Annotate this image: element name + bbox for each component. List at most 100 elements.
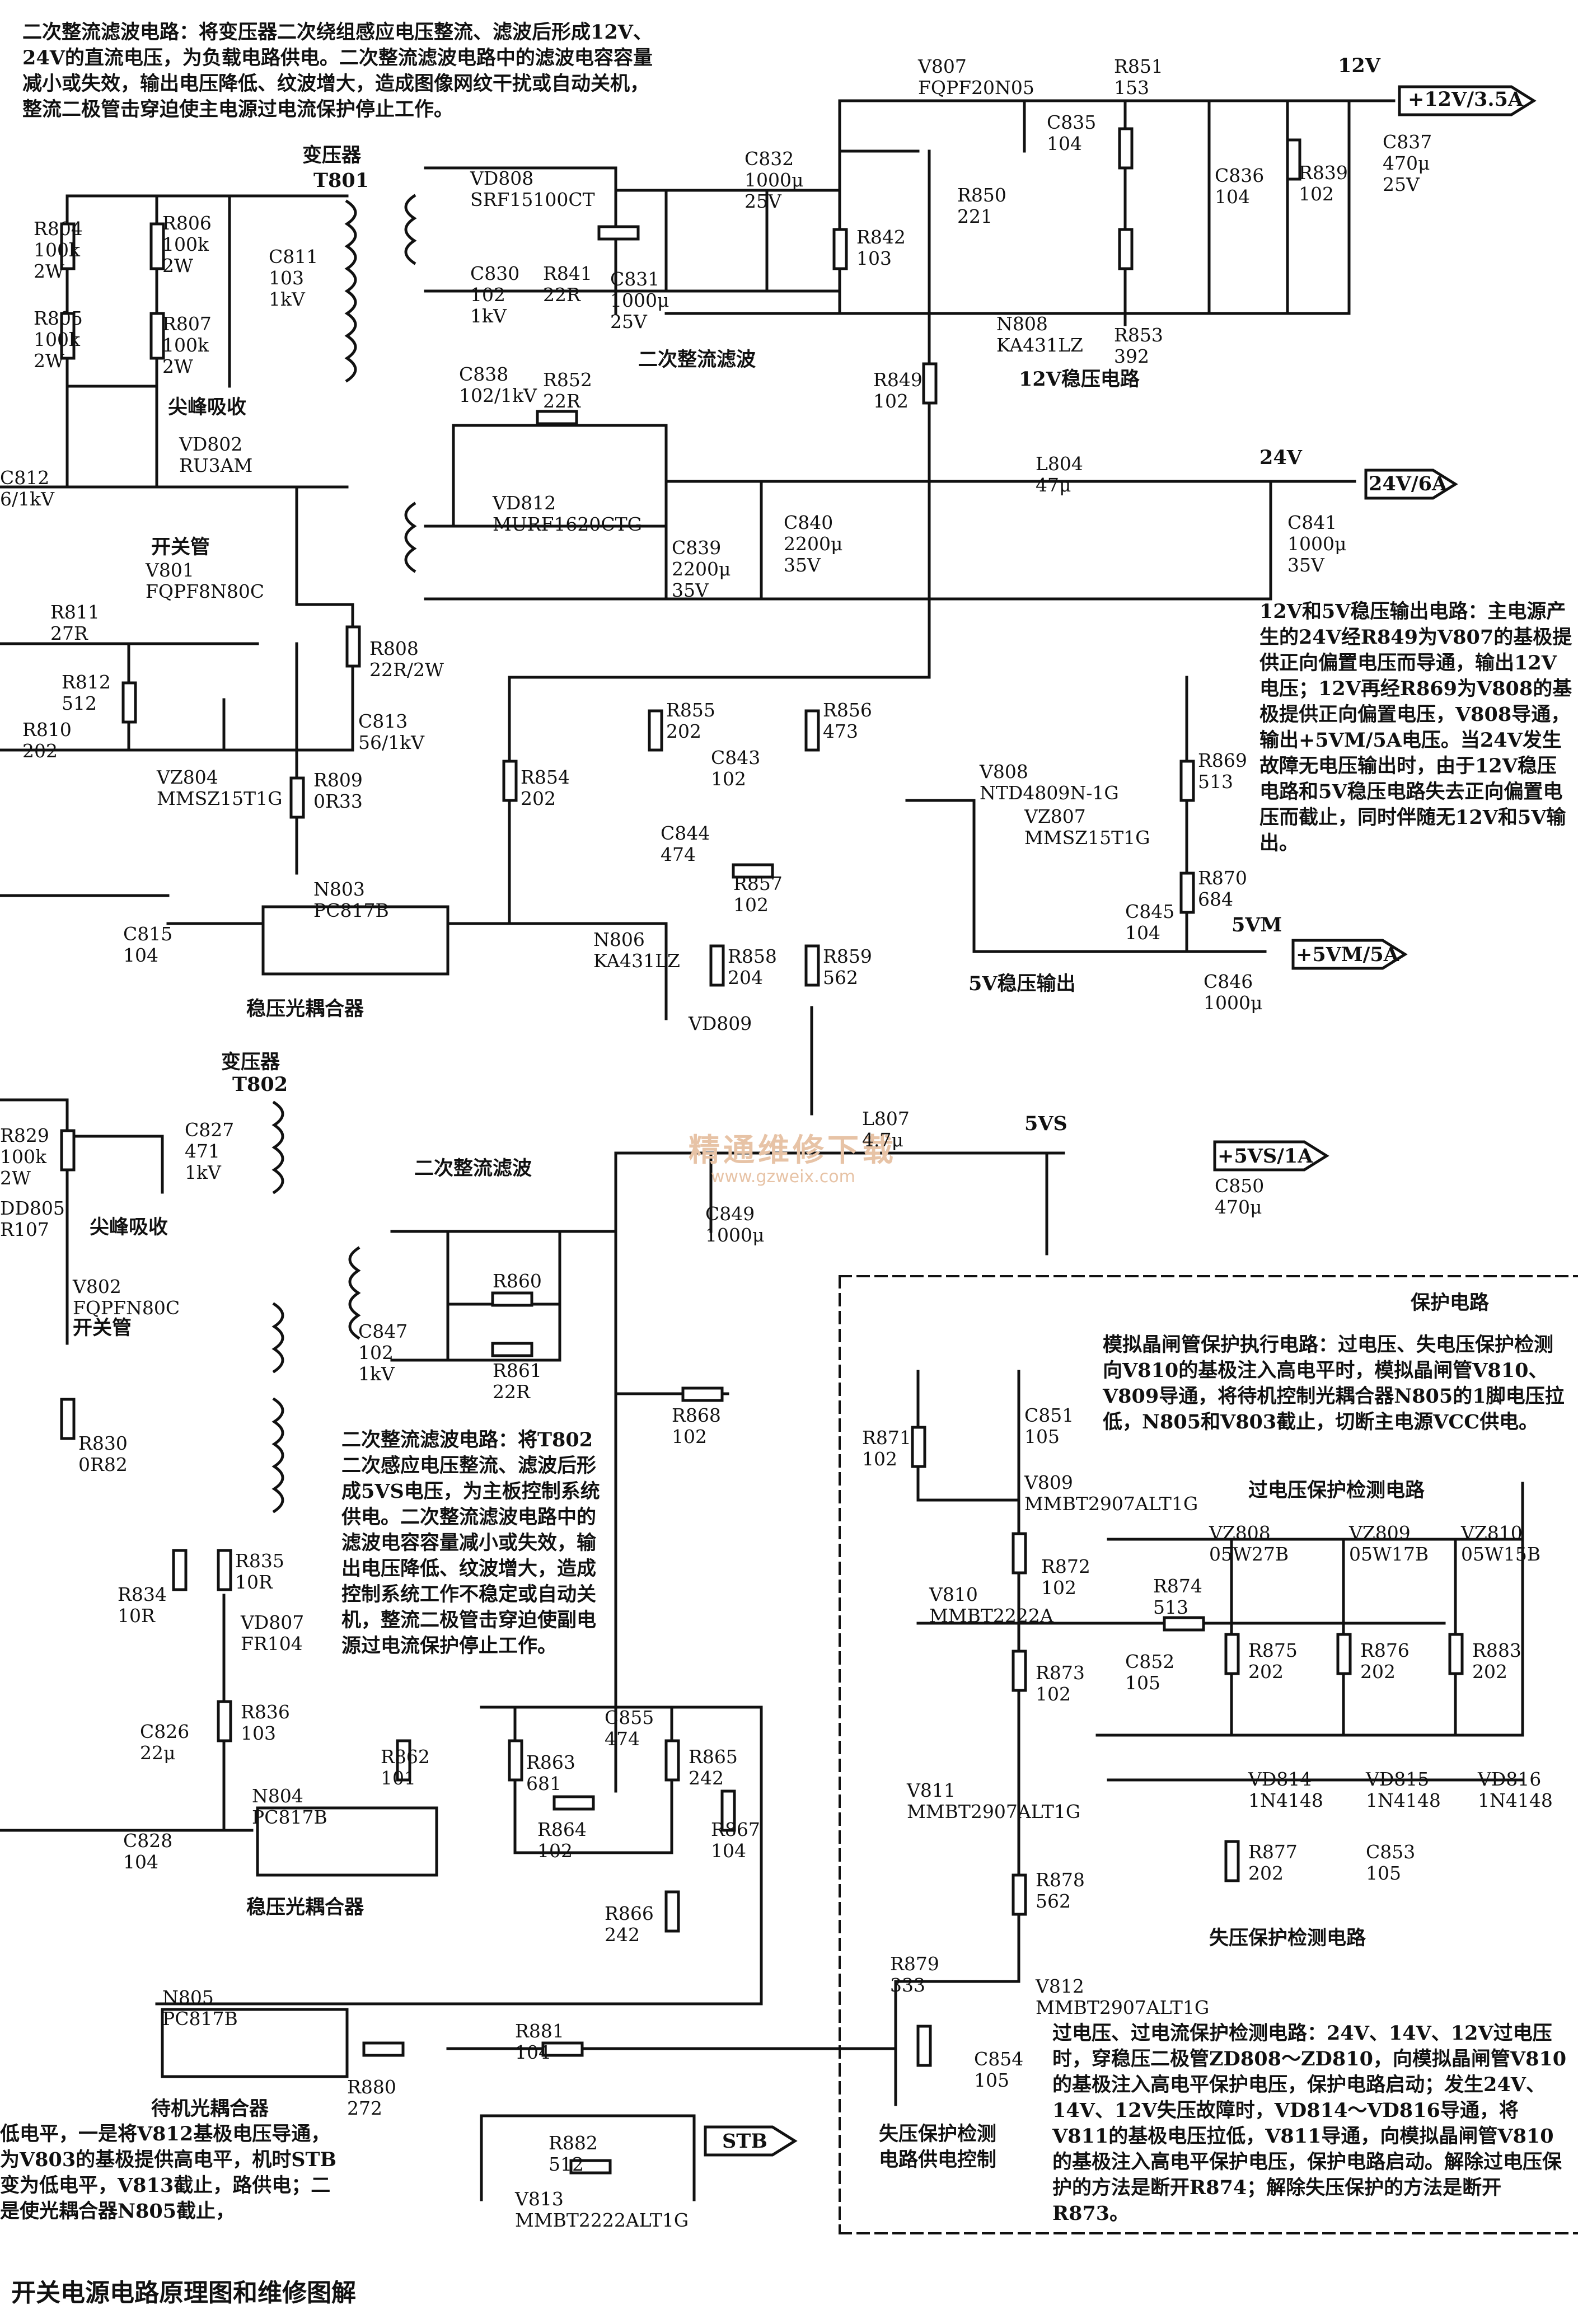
component-c813: C813 56/1kV: [358, 710, 424, 753]
component-vz804: VZ804 MMSZ15T1G: [157, 766, 283, 809]
component-c852: C852 105: [1125, 1651, 1175, 1694]
note-left-bottom: 低电平，一是将V812基极电压导通，为V803的基极提供高电平，机时STB变为低…: [0, 2122, 337, 2223]
component-r804: R804 100k 2W: [34, 218, 83, 282]
component-r830: R830 0R82: [78, 1432, 128, 1475]
component-c843: C843 102: [711, 747, 761, 790]
label-rect2: 二次整流滤波: [414, 1157, 532, 1180]
component-c831: C831 1000μ 25V: [610, 268, 669, 332]
component-c844: C844 474: [661, 822, 710, 865]
label-spike1: 尖峰吸收: [168, 396, 247, 419]
component-r876: R876 202: [1360, 1639, 1410, 1683]
component-r874: R874 513: [1153, 1575, 1202, 1618]
label-t802: T802: [232, 1073, 288, 1096]
component-r871: R871 102: [862, 1427, 911, 1470]
component-r839: R839 102: [1299, 162, 1348, 205]
component-vz807: VZ807 MMSZ15T1G: [1024, 805, 1150, 849]
component-c828: C828 104: [123, 1830, 173, 1873]
component-r858: R858 204: [728, 945, 777, 988]
label-uvp-detect: 失压保护检测电路: [1209, 1927, 1366, 1950]
component-c837: C837 470μ 25V: [1383, 131, 1432, 195]
component-r862: R862 101: [381, 1746, 430, 1789]
component-r805: R805 100k 2W: [34, 307, 83, 372]
component-c855: C855 474: [605, 1707, 654, 1750]
label-uvp-power: 失压保护检测 电路供电控制: [879, 2122, 997, 2171]
component-c836: C836 104: [1215, 165, 1265, 208]
component-r878: R878 562: [1036, 1869, 1085, 1912]
component-r867: R867 104: [711, 1819, 760, 1862]
component-r877: R877 202: [1248, 1841, 1298, 1884]
component-c850: C850 470μ: [1215, 1175, 1265, 1218]
component-vd807: VD807 FR104: [241, 1611, 305, 1655]
net-v5vm: 5VM: [1232, 913, 1282, 936]
optocoupler-bodies: [161, 905, 449, 2078]
label-t801-title: 变压器: [302, 144, 362, 167]
label-spike2: 尖峰吸收: [90, 1216, 168, 1239]
component-r856: R856 473: [823, 699, 872, 742]
watermark: 精通维修下载: [689, 1132, 897, 1169]
net-stb: STB: [722, 2130, 767, 2153]
component-r810: R810 202: [22, 719, 72, 762]
component-vd802: VD802 RU3AM: [179, 433, 253, 476]
component-c854: C854 105: [974, 2048, 1024, 2091]
component-c851: C851 105: [1024, 1404, 1074, 1447]
note-regulator: 12V和5V稳压输出电路：主电源产生的24V经R849为V807的基极提供正向偏…: [1259, 600, 1572, 855]
label-reg12: 12V稳压电路: [1019, 368, 1140, 391]
component-vd815: VD815 1N4148: [1366, 1768, 1441, 1811]
component-r864: R864 102: [537, 1819, 587, 1862]
watermark-url: www.gzweix.com: [711, 1167, 855, 1187]
component-r808: R808 22R/2W: [369, 638, 444, 681]
component-r850: R850 221: [957, 184, 1006, 227]
component-c840: C840 2200μ 35V: [784, 512, 843, 576]
component-r853: R853 392: [1114, 324, 1163, 367]
label-t801: T801: [313, 169, 369, 192]
component-vd812: VD812 MURF1620CTG: [493, 492, 642, 535]
component-r860: R860: [493, 1270, 542, 1292]
component-r879: R879 333: [890, 1953, 939, 1996]
component-l807: L807 4.7μ: [862, 1108, 910, 1151]
component-n805: N805 PC817B: [162, 1986, 238, 2030]
component-c846: C846 1000μ: [1204, 971, 1263, 1014]
note-ovp: 过电压、过电流保护检测电路：24V、14V、12V过电压时，穿稳压二极管ZD80…: [1052, 2022, 1567, 2225]
component-c838: C838 102/1kV: [459, 363, 537, 406]
component-r865: R865 242: [689, 1746, 738, 1789]
component-vd809: VD809: [689, 1013, 752, 1034]
component-l804: L804 47μ: [1036, 453, 1083, 496]
component-c812: C812 6/1kV: [0, 467, 54, 510]
component-vd808: VD808 SRF15100CT: [470, 167, 595, 210]
component-r859: R859 562: [823, 945, 872, 988]
component-c815: C815 104: [123, 923, 173, 966]
component-r842: R842 103: [856, 226, 906, 269]
component-c839: C839 2200μ 35V: [672, 537, 731, 601]
net-v5vs: 5VS: [1024, 1112, 1067, 1135]
component-r873: R873 102: [1036, 1662, 1085, 1705]
component-r849: R849 102: [873, 369, 923, 412]
net-v12: 12V: [1338, 54, 1380, 77]
component-r855: R855 202: [666, 699, 715, 742]
component-c832: C832 1000μ 25V: [744, 148, 804, 212]
component-r854: R854 202: [521, 766, 570, 809]
component-c811: C811 103 1kV: [269, 246, 319, 310]
resistor-bodies: [60, 127, 1464, 2175]
component-r861: R861 22R: [493, 1360, 542, 1403]
component-vd816: VD816 1N4148: [1478, 1768, 1553, 1811]
transformer-coils: [271, 194, 417, 1514]
label-t802-title: 变压器: [221, 1051, 280, 1074]
component-n804: N804 PC817B: [252, 1785, 327, 1828]
label-opto2: 稳压光耦合器: [246, 1896, 364, 1919]
component-r883: R883 202: [1472, 1639, 1521, 1683]
component-r869: R869 513: [1198, 749, 1247, 793]
component-v802: V802 FQPFN80C: [73, 1276, 180, 1319]
component-r875: R875 202: [1248, 1639, 1298, 1683]
component-r841: R841 22R: [543, 263, 592, 306]
protection-box: [839, 1275, 1578, 2234]
component-r870: R870 684: [1198, 867, 1247, 910]
component-vd814: VD814 1N4148: [1248, 1768, 1323, 1811]
label-protect-circuit: 保护电路: [1411, 1291, 1490, 1314]
component-r807: R807 100k 2W: [162, 313, 212, 377]
component-r866: R866 242: [605, 1903, 654, 1946]
component-c835: C835 104: [1047, 111, 1097, 154]
net-out5vm: +5VM/5A: [1296, 943, 1399, 966]
component-r857: R857 102: [733, 873, 783, 916]
net-out5vs: +5VS/1A: [1218, 1145, 1313, 1168]
component-r881: R881 104: [515, 2020, 564, 2063]
